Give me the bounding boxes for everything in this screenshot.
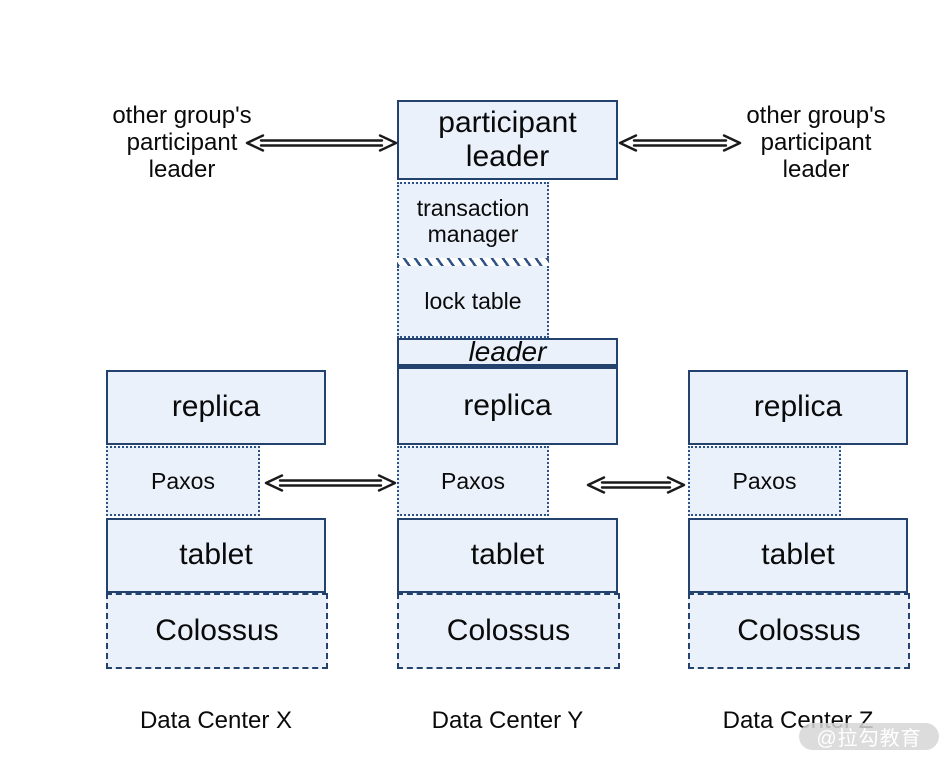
- leader-replica-group: leader replica: [397, 336, 618, 445]
- paxos-box-z: Paxos: [688, 446, 841, 516]
- other-group-left-label: other group's participant leader: [112, 102, 252, 183]
- tablet-box-y: tablet: [397, 518, 618, 593]
- replica-box-y: replica: [463, 389, 552, 422]
- replica-box-z: replica: [688, 370, 908, 445]
- colossus-box-y: Colossus: [397, 593, 620, 669]
- tablet-box-z: tablet: [688, 518, 908, 593]
- replica-box-x: replica: [106, 370, 326, 445]
- double-arrow-paxos-right: [586, 476, 686, 494]
- transaction-manager-box: transaction manager: [397, 182, 549, 258]
- other-group-right-label: other group's participant leader: [746, 102, 886, 183]
- double-arrow-top-left: [245, 134, 398, 152]
- paxos-box-x: Paxos: [106, 446, 260, 516]
- lock-table-box: lock table: [397, 266, 549, 338]
- tablet-box-x: tablet: [106, 518, 326, 593]
- watermark-badge: @拉勾教育: [799, 723, 939, 750]
- datacenter-x-label: Data Center X: [139, 707, 293, 734]
- double-arrow-paxos-left: [264, 474, 397, 492]
- participant-leader-box: participant leader: [397, 100, 618, 180]
- transaction-lock-divider: [397, 258, 549, 266]
- colossus-box-x: Colossus: [106, 593, 328, 669]
- datacenter-y-label: Data Center Y: [431, 707, 584, 734]
- double-arrow-top-right: [618, 134, 742, 152]
- colossus-box-z: Colossus: [688, 593, 910, 669]
- leader-strip: leader: [399, 336, 616, 369]
- paxos-box-y: Paxos: [397, 446, 549, 516]
